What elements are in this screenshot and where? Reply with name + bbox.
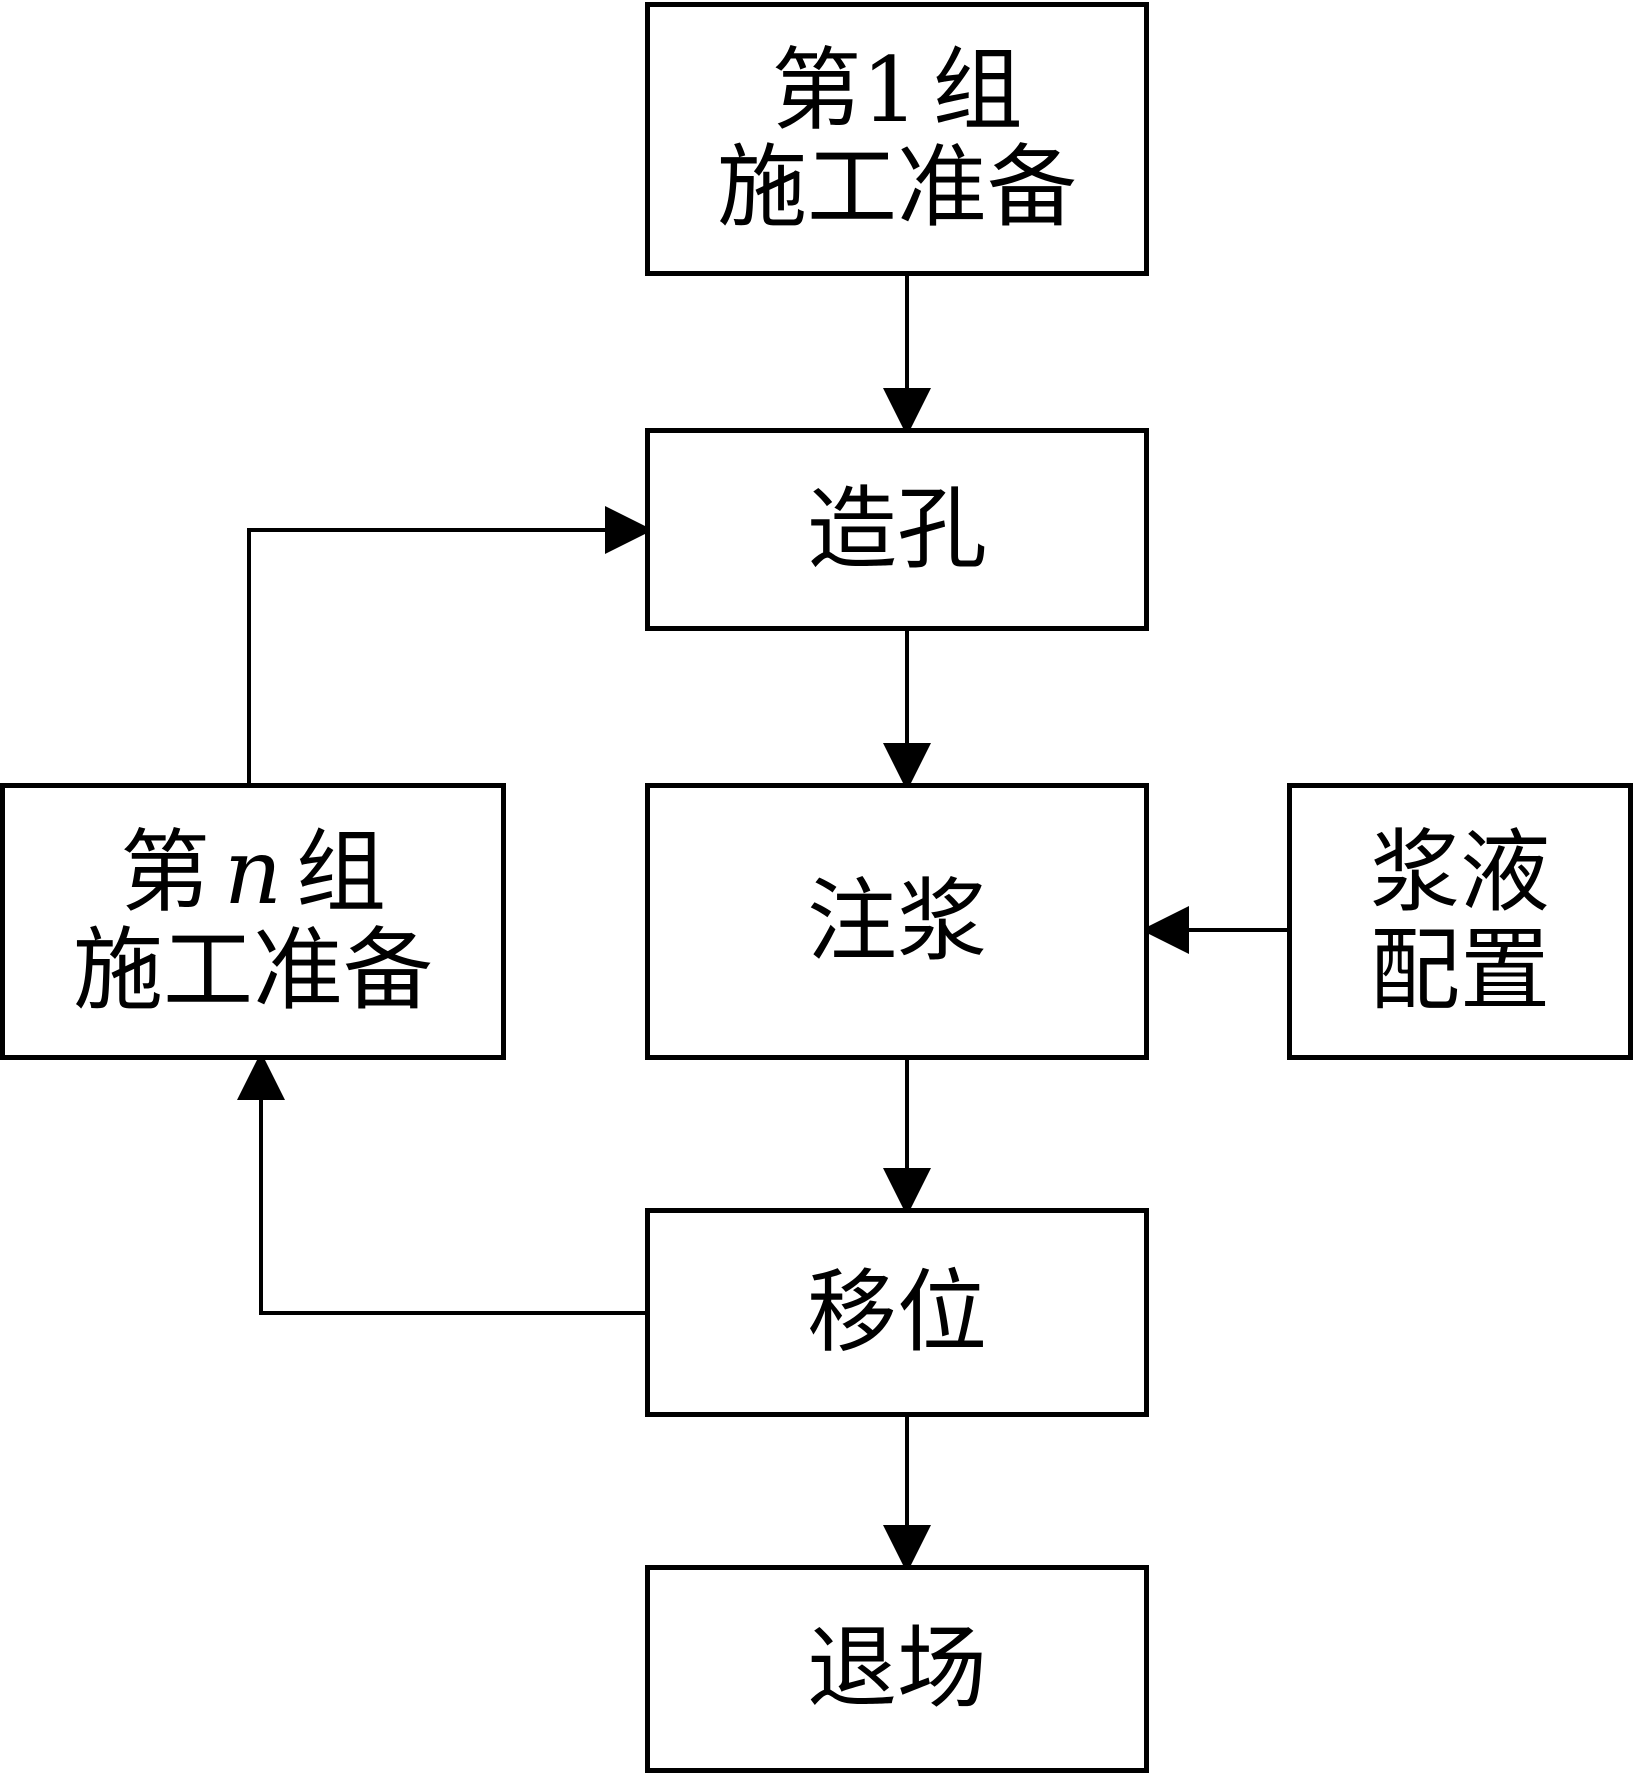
group1-prefix: 第	[771, 37, 862, 143]
groupn-subtitle: 施工准备	[73, 917, 433, 1023]
node-grouting: 注浆	[645, 783, 1149, 1060]
exit-label: 退场	[807, 1616, 987, 1722]
slurry-line2: 配置	[1370, 917, 1550, 1023]
move-label: 移位	[807, 1259, 987, 1365]
slurry-line1: 浆液	[1370, 820, 1550, 926]
groupn-prefix: 第	[120, 820, 211, 926]
node-slurry-preparation: 浆液 配置	[1287, 783, 1633, 1060]
group1-subtitle: 施工准备	[717, 135, 1077, 240]
drilling-label: 造孔	[807, 476, 987, 582]
group1-number: 1	[861, 37, 919, 143]
node-move-position: 移位	[645, 1208, 1149, 1417]
group1-suffix: 组	[932, 37, 1023, 143]
edge-groupn-to-drilling	[247, 506, 653, 783]
node-exit-site: 退场	[645, 1565, 1149, 1773]
node-drilling: 造孔	[645, 428, 1149, 631]
edge-move-to-groupn	[237, 1052, 645, 1315]
grouting-label: 注浆	[807, 868, 987, 974]
groupn-suffix: 组	[295, 820, 386, 926]
groupn-variable: n	[224, 820, 282, 926]
